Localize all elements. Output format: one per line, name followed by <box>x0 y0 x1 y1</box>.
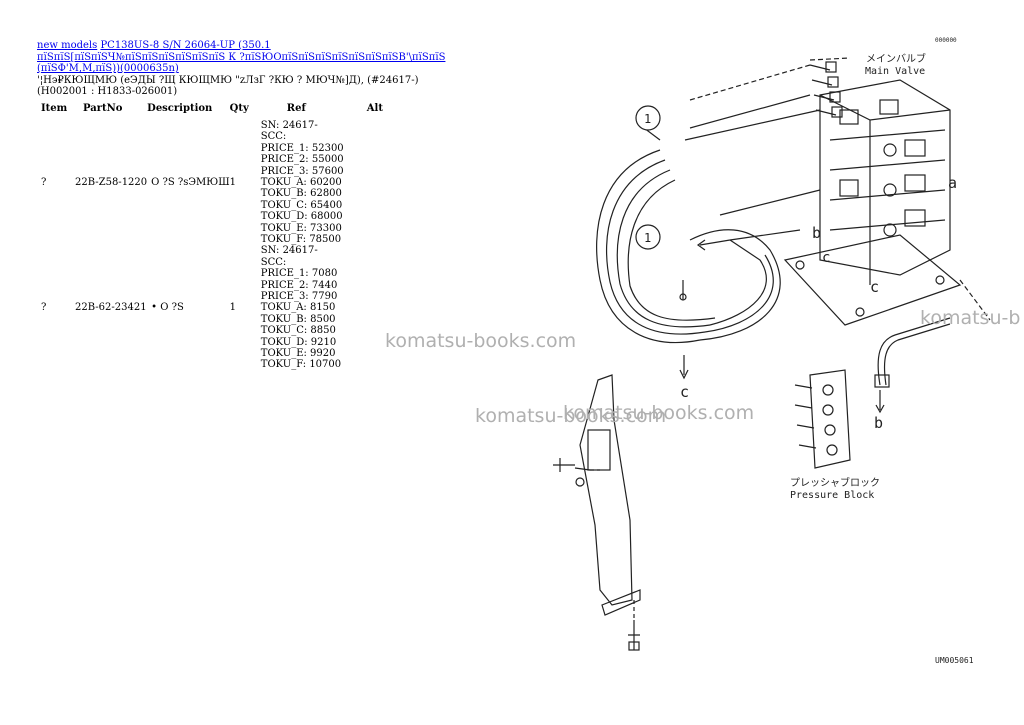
label-c-hose: c <box>680 383 689 401</box>
ref-line: SCC: <box>260 131 287 143</box>
ref-line: TOKU_B: 62800 <box>260 188 342 200</box>
table-row: ? 22B-62-23421 • О ?S 1 SN: 24617- SCC: … <box>37 245 383 370</box>
ref-line: TOKU_A: 60200 <box>260 176 342 188</box>
main-valve-drawing <box>783 61 962 326</box>
page-subtitle: '¦Нэ₽КЮЩМЮ (еЭДЫ ?Щ КЮЩМЮ "zЛзГ ?КЮ ? МЮ… <box>37 74 419 98</box>
col-header-item: Item <box>41 102 68 114</box>
parts-table: Item PartNo Description Qty Ref Alt ? 22… <box>37 101 383 371</box>
ref-line: TOKU_F: 78500 <box>260 233 342 245</box>
label-a: a <box>948 174 957 192</box>
ref-line: PRICE_2: 55000 <box>260 154 344 166</box>
cell-item: ? <box>41 302 47 314</box>
ref-line: PRICE_1: 52300 <box>260 142 344 154</box>
cell-qty: 1 <box>229 302 237 314</box>
col-header-alt: Alt <box>366 102 383 114</box>
figure-code: UM005061 <box>935 656 974 665</box>
breadcrumb-link-new-models[interactable]: new models <box>37 40 98 51</box>
bracket-drawing <box>553 374 641 651</box>
ref-line: PRICE_2: 7440 <box>260 279 338 291</box>
ref-line: SN: 24617- <box>260 119 318 131</box>
pressure-block-jp-label: プレッシャブロック <box>790 476 880 489</box>
cell-alt <box>367 120 383 245</box>
cell-partno: 22B-62-23421 <box>75 302 147 314</box>
hose-bundle-drawing <box>596 64 821 344</box>
ref-line: TOKU_B: 8500 <box>260 313 336 325</box>
svg-text:1: 1 <box>644 231 651 245</box>
col-header-qty: Qty <box>229 102 249 114</box>
pressure-block-label: Pressure Block <box>790 490 874 501</box>
cell-ref: SN: 24617- SCC: PRICE_1: 52300 PRICE_2: … <box>261 120 367 245</box>
ref-line: TOKU_A: 8150 <box>260 302 336 314</box>
ref-line: TOKU_C: 65400 <box>260 199 343 211</box>
ref-line: TOKU_D: 9210 <box>260 336 337 348</box>
corner-code: 000000 <box>935 37 957 44</box>
table-header-row: Item PartNo Description Qty Ref Alt <box>37 101 383 120</box>
svg-text:1: 1 <box>644 112 651 126</box>
table-row: ? 22B-Z58-1220 О ?S ?sЭМЮШ 1 SN: 24617- … <box>37 120 383 245</box>
parts-list-panel: new models PC138US-8 S/N 26064-UP (350.1… <box>37 40 457 371</box>
ref-line: SCC: <box>260 256 287 268</box>
cell-description: О ?S ?sЭМЮШ <box>151 176 230 188</box>
label-b-top: b <box>812 224 821 242</box>
cell-alt <box>367 245 383 370</box>
cell-description: • О ?S <box>151 302 184 314</box>
cell-item: ? <box>41 176 47 188</box>
ref-line: TOKU_F: 10700 <box>260 359 342 371</box>
ref-line: PRICE_3: 7790 <box>260 291 338 302</box>
col-header-ref: Ref <box>286 102 306 114</box>
label-b-bottom: b <box>874 414 883 432</box>
watermark: komatsu-books.com <box>385 330 577 352</box>
main-valve-label: Main Valve <box>865 66 925 77</box>
callout-1-mid: 1 <box>635 224 661 250</box>
parts-diagram: 1 1 メインバルブ Main Valve プレッシャブロック Pressure… <box>553 37 991 665</box>
breadcrumb: new models PC138US-8 S/N 26064-UP (350.1… <box>37 40 457 75</box>
ref-line: PRICE_1: 7080 <box>260 268 338 280</box>
main-valve-jp-label: メインバルブ <box>866 52 926 65</box>
col-header-description: Description <box>147 102 213 114</box>
col-header-partno: PartNo <box>83 102 123 114</box>
cell-qty: 1 <box>229 176 237 188</box>
ref-line: PRICE_3: 57600 <box>260 165 344 177</box>
label-c-valve: c <box>870 278 879 296</box>
ref-line: TOKU_C: 8850 <box>260 325 336 337</box>
ref-line: SN: 24617- <box>260 245 318 257</box>
watermark: komatsu-books.com <box>563 402 755 424</box>
watermark: komatsu-b <box>920 307 1021 329</box>
pipe-drawing <box>874 317 951 414</box>
cell-partno: 22B-Z58-1220 <box>75 176 148 188</box>
ref-line: TOKU_D: 68000 <box>260 211 343 223</box>
label-c-plate: c <box>822 250 830 266</box>
callout-1-top: 1 <box>635 105 661 131</box>
breadcrumb-link-model[interactable]: PC138US-8 S/N 26064-UP (350.1 пїЅпїЅ[пїЅ… <box>37 40 446 74</box>
cell-ref: SN: 24617- SCC: PRICE_1: 7080 PRICE_2: 7… <box>261 245 367 370</box>
watermark: komatsu-books.com <box>475 405 667 427</box>
ref-line: TOKU_E: 73300 <box>260 222 342 234</box>
pressure-block-drawing <box>794 369 851 469</box>
ref-line: TOKU_E: 9920 <box>260 348 336 360</box>
